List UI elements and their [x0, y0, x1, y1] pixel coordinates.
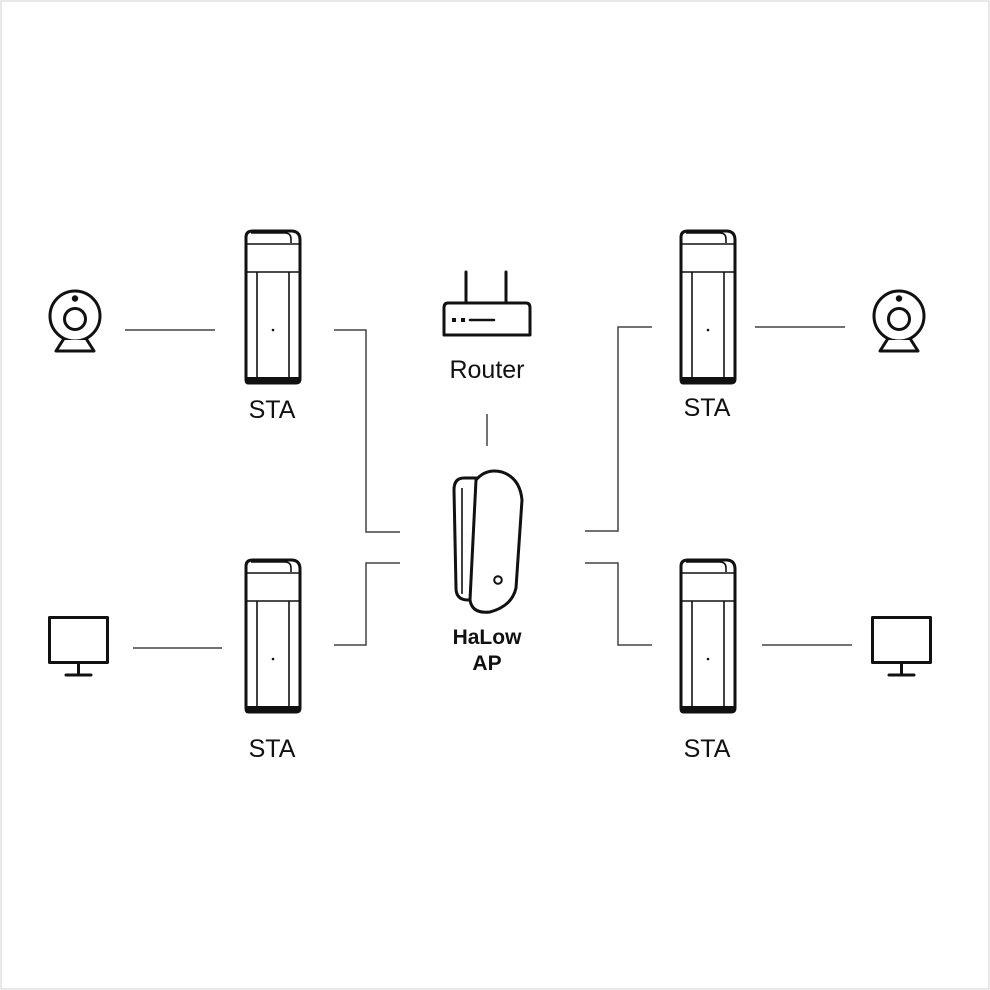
ap-label-line1: HaLow: [453, 626, 523, 649]
station-device-icon-bottom-right: [679, 558, 737, 714]
ap-label-line2: AP: [472, 652, 501, 675]
webcam-icon-right: [872, 289, 926, 353]
sta-label-bottom-left: STA: [249, 735, 296, 763]
station-device-icon-bottom-left: [244, 558, 302, 714]
station-device-icon-top-left: [244, 229, 302, 385]
connections: [125, 326, 852, 649]
access-point-icon: [452, 469, 524, 614]
station-device-icon-top-right: [679, 229, 737, 385]
monitor-icon-right: [871, 616, 932, 677]
monitor-icon-left: [48, 616, 109, 677]
link-sta-top-left-ap: [334, 329, 400, 533]
labels: Router HaLow AP STA STA STA STA: [249, 356, 731, 763]
link-ap-sta-bottom-right: [585, 562, 652, 646]
link-sta-bottom-left-ap: [334, 562, 400, 646]
router-icon: [442, 270, 532, 337]
sta-label-top-right: STA: [684, 394, 731, 422]
webcam-icon-left: [48, 289, 102, 353]
sta-label-bottom-right: STA: [684, 735, 731, 763]
router-label: Router: [449, 356, 524, 384]
link-ap-sta-top-right: [585, 326, 652, 532]
sta-label-top-left: STA: [249, 396, 296, 424]
